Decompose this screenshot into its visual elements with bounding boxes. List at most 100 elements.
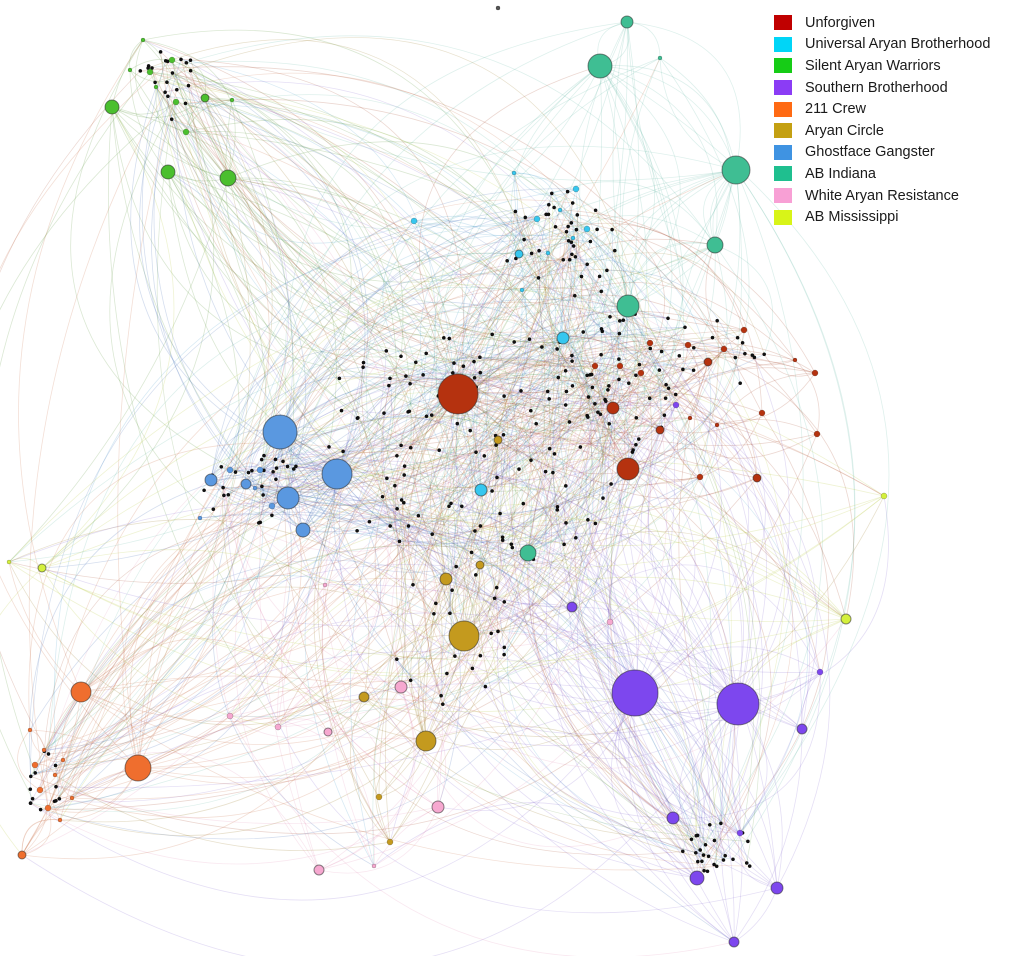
unaffiliated-node — [455, 421, 460, 426]
edge — [80, 675, 443, 705]
edge — [137, 445, 497, 769]
unaffiliated-node — [589, 372, 594, 377]
edge — [733, 887, 778, 943]
node — [358, 691, 370, 703]
unaffiliated-node — [184, 61, 189, 65]
edge — [188, 85, 447, 580]
edge — [714, 244, 773, 355]
edge — [705, 169, 804, 845]
edge — [71, 355, 680, 799]
node — [226, 466, 234, 474]
unaffiliated-node — [294, 464, 298, 469]
edge — [451, 472, 554, 657]
unaffiliated-node — [411, 583, 415, 587]
edge — [455, 380, 741, 834]
legend-swatch — [774, 123, 792, 139]
edge — [413, 220, 594, 608]
edge — [533, 558, 636, 694]
unaffiliated-node — [459, 504, 464, 509]
edge — [435, 413, 601, 604]
edge — [8, 561, 82, 693]
edge — [59, 545, 534, 799]
unaffiliated-node — [607, 384, 611, 388]
edge — [479, 313, 636, 361]
unaffiliated-node — [666, 386, 671, 391]
edge — [234, 522, 320, 871]
edge — [39, 407, 614, 791]
edge — [231, 99, 821, 673]
edge — [271, 259, 564, 516]
edge — [336, 357, 573, 475]
edge — [597, 411, 744, 819]
unaffiliated-node — [440, 702, 445, 707]
edge — [30, 86, 267, 804]
edge — [279, 378, 461, 433]
edge — [440, 423, 458, 580]
edge — [608, 385, 763, 879]
edge — [527, 370, 570, 554]
edge — [440, 358, 620, 696]
unaffiliated-node — [579, 274, 584, 279]
unaffiliated-node — [461, 364, 466, 369]
edge — [511, 355, 816, 548]
unaffiliated-node — [474, 450, 478, 455]
edge — [569, 241, 591, 261]
unaffiliated-node — [170, 71, 175, 75]
unaffiliated-node — [407, 409, 412, 414]
unaffiliated-node — [388, 524, 393, 528]
edge — [324, 417, 691, 586]
unaffiliated-node — [573, 293, 577, 298]
edge — [627, 412, 763, 481]
node — [448, 620, 480, 652]
edge — [627, 468, 821, 673]
edge — [588, 276, 603, 332]
unaffiliated-node — [30, 796, 35, 801]
unaffiliated-node — [221, 485, 225, 490]
unaffiliated-node — [590, 385, 595, 390]
edge — [287, 497, 475, 534]
edge — [54, 774, 391, 851]
edge — [545, 414, 735, 943]
unaffiliated-node — [627, 381, 631, 386]
edge — [495, 383, 609, 436]
edge — [203, 490, 433, 553]
unaffiliated-node — [534, 421, 539, 426]
unaffiliated-node — [28, 774, 33, 779]
edge — [450, 503, 701, 851]
edge — [497, 439, 611, 623]
edge — [612, 21, 629, 307]
unaffiliated-node — [468, 428, 473, 433]
legend-label: Ghostface Gangster — [805, 144, 935, 161]
edge — [525, 217, 796, 361]
node — [386, 838, 394, 846]
node — [720, 345, 728, 353]
unaffiliated-node — [529, 408, 533, 413]
unaffiliated-node — [502, 652, 506, 657]
legend-swatch — [774, 144, 792, 160]
edge — [457, 259, 572, 395]
edge — [295, 466, 739, 705]
edge — [545, 305, 636, 472]
legend-label: Southern Brotherhood — [805, 79, 948, 96]
node — [431, 800, 445, 814]
unaffiliated-node — [490, 332, 495, 337]
unaffiliated-node — [569, 221, 574, 225]
legend-swatch — [774, 188, 792, 204]
edge — [606, 427, 735, 943]
edge — [425, 399, 606, 742]
edge — [575, 537, 739, 705]
edge — [627, 305, 677, 389]
edge — [527, 169, 741, 554]
edge — [595, 209, 665, 374]
edge — [295, 466, 370, 698]
edge — [463, 530, 847, 637]
unaffiliated-node — [698, 848, 703, 852]
unaffiliated-node — [599, 289, 604, 294]
unaffiliated-node — [498, 511, 502, 516]
edge — [634, 646, 821, 694]
edge — [399, 434, 505, 543]
edge — [160, 51, 596, 381]
unaffiliated-node — [552, 452, 557, 456]
edge — [453, 191, 709, 857]
edge — [400, 65, 601, 446]
